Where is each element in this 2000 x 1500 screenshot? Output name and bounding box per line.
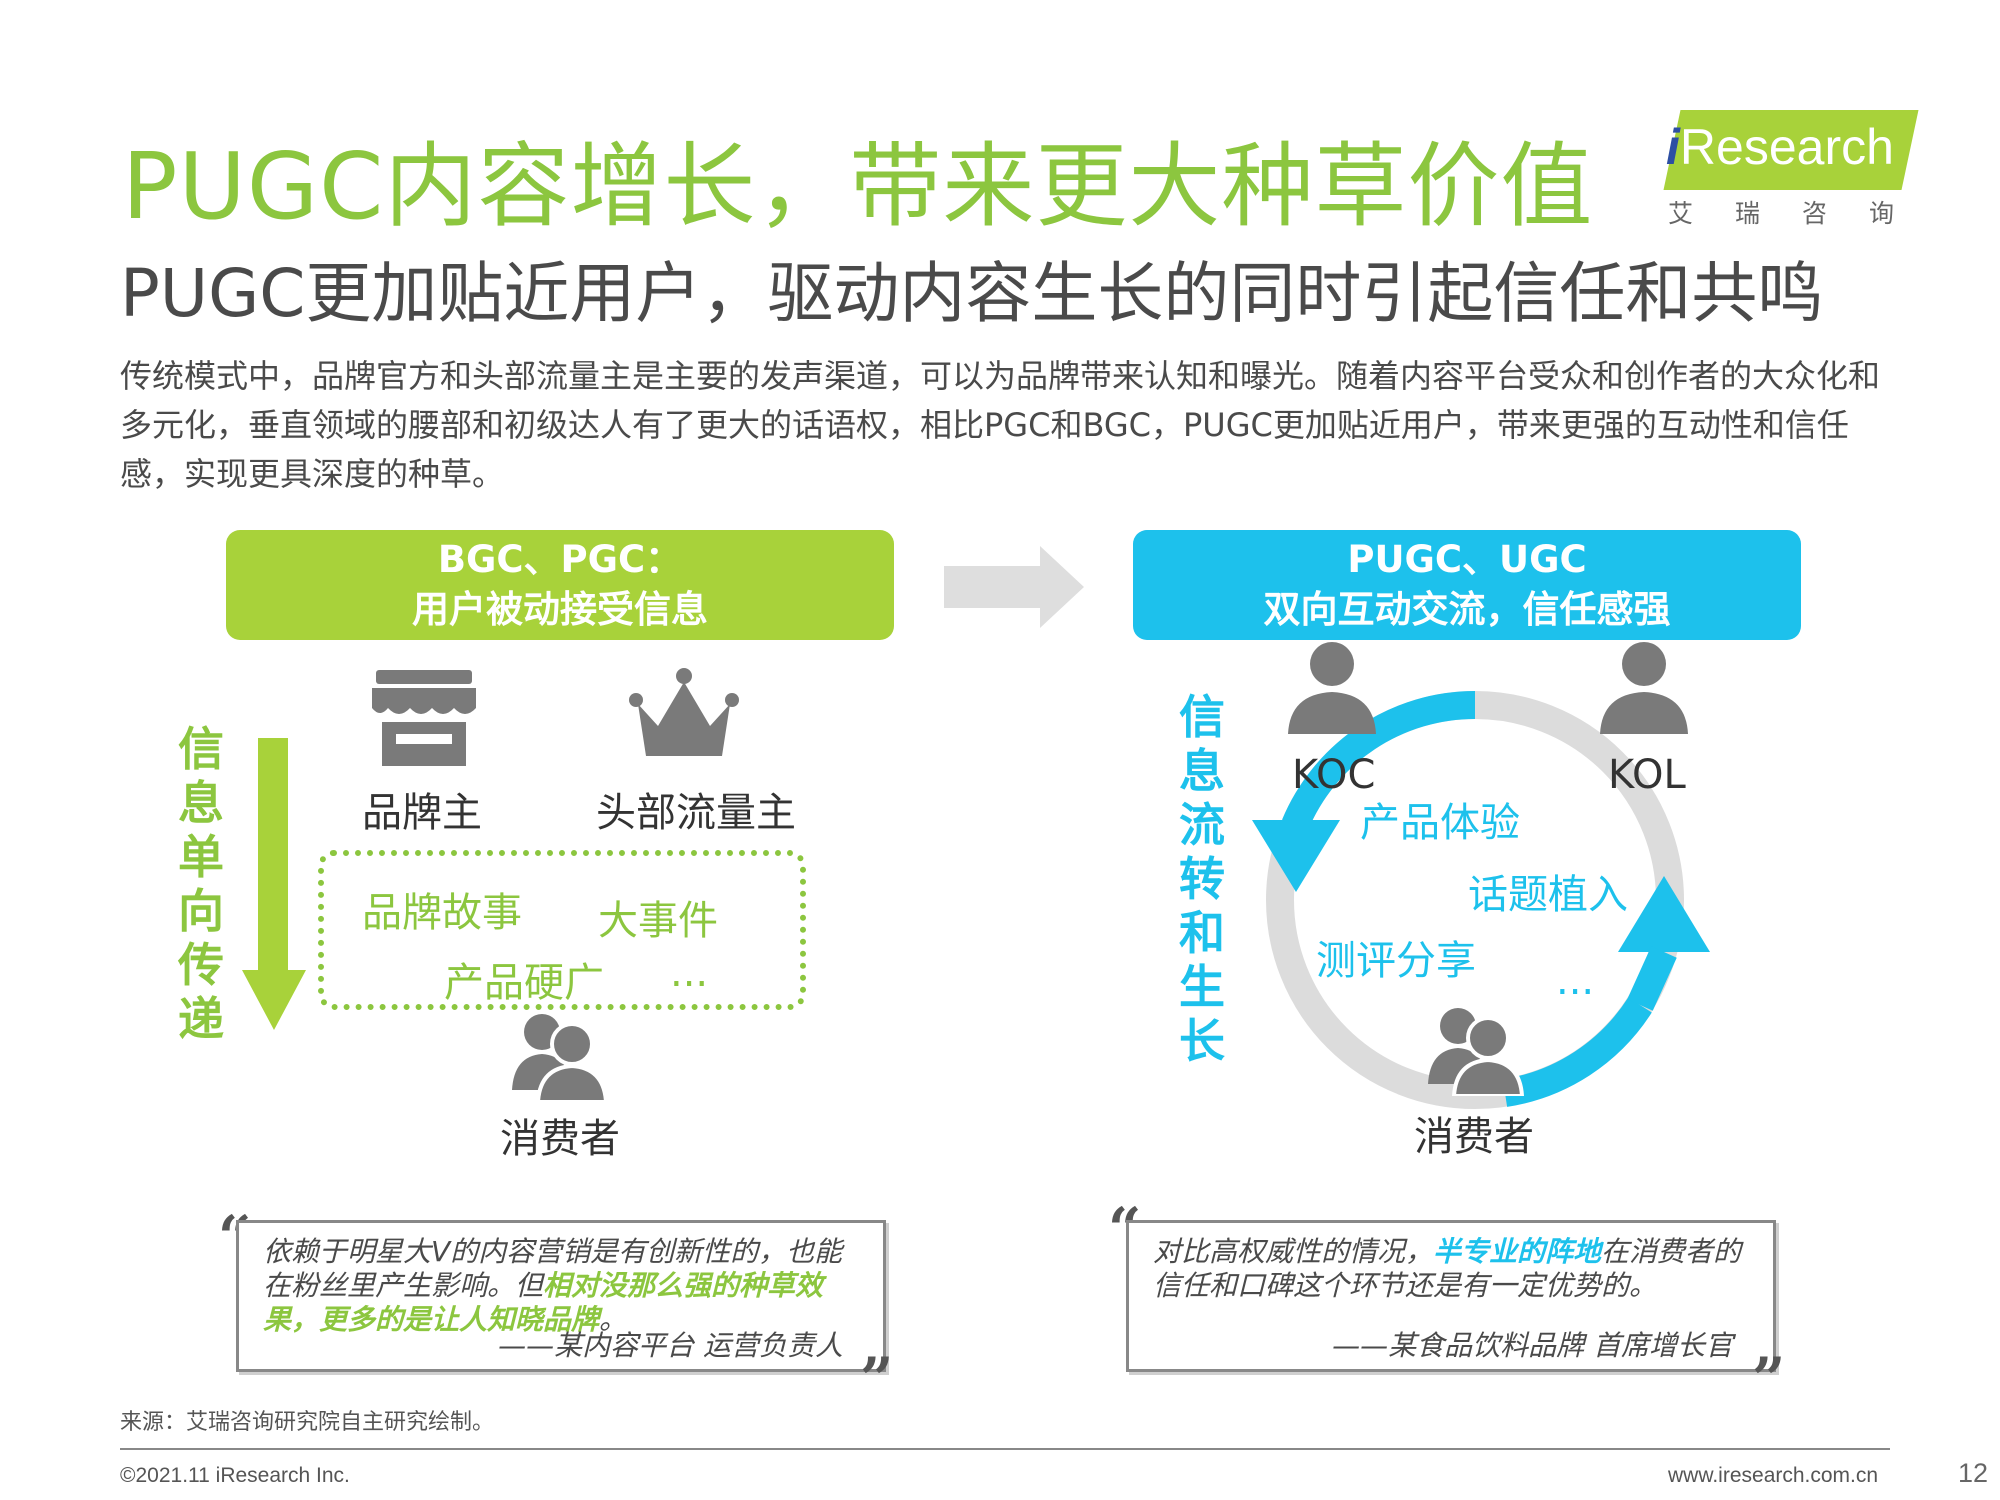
content-type-box — [318, 850, 806, 1010]
left-vertical-label: 信息单向传递 — [178, 722, 224, 1046]
iresearch-logo: iResearch 艾瑞咨询 — [1662, 104, 1919, 228]
tag-topic-placement: 话题植入 — [1468, 872, 1628, 918]
store-icon — [372, 670, 476, 766]
person-icon-koc — [1288, 642, 1376, 734]
website-link[interactable]: www.iresearch.com.cn — [1668, 1464, 1879, 1487]
left-banner-line1: BGC、PGC： — [437, 538, 683, 581]
copyright: ©2021.11 iResearch Inc. — [120, 1464, 350, 1487]
tag-more-right: ... — [1556, 958, 1595, 1004]
right-banner-line2: 双向互动交流，信任感强 — [1263, 588, 1671, 631]
tag-more-left: ... — [670, 950, 709, 996]
users-icon — [512, 1014, 608, 1100]
quote2-text-a: 对比高权威性的情况， — [1153, 1235, 1434, 1268]
close-quote-icon-left: ” — [860, 1345, 894, 1413]
right-banner-line1: PUGC、UGC — [1347, 538, 1587, 581]
brand-label: 品牌主 — [362, 790, 482, 836]
arrow-down-icon — [242, 738, 306, 1030]
quote1-text-a: 依赖于明星大V的内容营销是有创新性的，也能在粉丝里产生影响。但 — [263, 1235, 843, 1302]
left-banner-line2: 用户被动接受信息 — [412, 588, 708, 631]
quote2-highlight: 半专业的阵地 — [1433, 1235, 1602, 1268]
kol-label: KOL — [1608, 752, 1686, 798]
crown-icon — [629, 668, 739, 756]
left-consumer-label: 消费者 — [500, 1116, 620, 1162]
quote2-text-b: 在消费者的信任和口碑这个环节还是有一定优势的。 — [1153, 1235, 1742, 1302]
right-banner: PUGC、UGC 双向互动交流，信任感强 — [1133, 530, 1801, 640]
page-title: PUGC内容增长，带来更大种草价值 — [122, 133, 1594, 240]
top-streamer-label: 头部流量主 — [596, 790, 796, 836]
right-consumer-label: 消费者 — [1414, 1114, 1534, 1160]
person-icon-kol — [1600, 642, 1688, 734]
tag-product-experience: 产品体验 — [1360, 800, 1520, 846]
quote-box-right: 对比高权威性的情况，半专业的阵地在消费者的信任和口碑这个环节还是有一定优势的。 … — [1126, 1220, 1776, 1372]
left-banner: BGC、PGC： 用户被动接受信息 — [226, 530, 894, 640]
right-vertical-label: 信息流转和生长 — [1179, 690, 1225, 1068]
quote1-attribution: ——某内容平台 运营负责人 — [498, 1329, 843, 1362]
quote1-text-b: 。 — [599, 1303, 628, 1336]
quote-box-left: 依赖于明星大V的内容营销是有创新性的，也能在粉丝里产生影响。但相对没那么强的种草… — [236, 1220, 886, 1372]
tag-brand-story: 品牌故事 — [362, 890, 522, 936]
arrow-right-icon — [944, 546, 1084, 628]
page-number: 12 — [1958, 1458, 1989, 1488]
tag-hard-ad: 产品硬广 — [444, 960, 604, 1006]
tag-review-share: 测评分享 — [1316, 938, 1476, 984]
tag-big-event: 大事件 — [598, 898, 718, 944]
quote1-highlight: 相对没那么强的种草效果，更多的是让人知晓品牌 — [263, 1269, 824, 1336]
quote2-attribution: ——某食品饮料品牌 首席增长官 — [1332, 1329, 1733, 1362]
page-subtitle: PUGC更加贴近用户，驱动内容生长的同时引起信任和共鸣 — [120, 255, 1824, 332]
logo-cn: 艾瑞咨询 — [1668, 199, 1937, 228]
users-icon-right — [1428, 1008, 1525, 1096]
footer-divider — [120, 1448, 1890, 1450]
intro-paragraph: 传统模式中，品牌官方和头部流量主是主要的发声渠道，可以为品牌带来认知和曝光。随着… — [120, 357, 1881, 493]
koc-label: KOC — [1292, 752, 1376, 798]
logo-text: Research — [1679, 119, 1894, 175]
source-note: 来源：艾瑞咨询研究院自主研究绘制。 — [120, 1410, 495, 1435]
close-quote-icon-right: ” — [1752, 1345, 1786, 1413]
